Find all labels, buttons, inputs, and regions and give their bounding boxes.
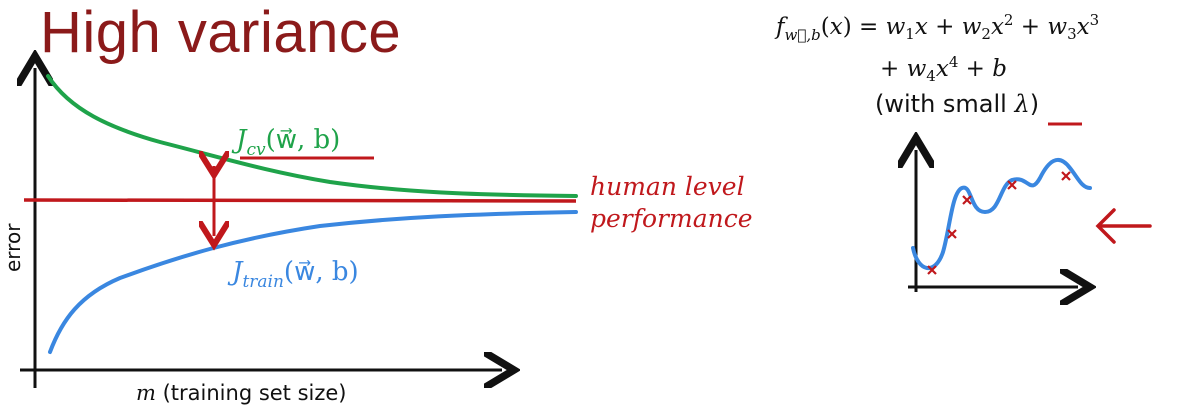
- data-point: [947, 229, 957, 239]
- data-point: [1061, 171, 1071, 181]
- y-axis-label: error: [1, 223, 25, 272]
- x-axis-label: m (training set size): [136, 381, 347, 405]
- train-curve-label: Jtrain(w⃗, b): [227, 257, 359, 292]
- model-formula-line3: (with small λ): [875, 90, 1039, 118]
- data-point: [1007, 180, 1017, 190]
- baseline-label-line1: human level: [590, 172, 745, 201]
- overfit-curve: [911, 157, 1092, 271]
- pointer-arrow-icon: [1095, 208, 1152, 244]
- x-axis-label-text: (training set size): [156, 381, 347, 405]
- human-level-baseline: [23, 198, 577, 203]
- cv-curve-label: Jcv(w⃗, b): [231, 125, 340, 160]
- baseline-label-line2: performance: [590, 204, 753, 233]
- data-point: [962, 195, 972, 205]
- train-error-curve: [48, 210, 578, 354]
- cv-error-curve: [46, 74, 578, 198]
- model-formula-line1: fw⃗,b(x) = w1x + w2x2 + w3x3: [774, 11, 1099, 44]
- model-formula-line2: + w4x4 + b: [880, 53, 1007, 85]
- data-point: [927, 265, 937, 275]
- data-points: [927, 171, 1071, 275]
- slide-title: High variance: [40, 0, 402, 65]
- x-axis-label-var: m: [136, 381, 156, 405]
